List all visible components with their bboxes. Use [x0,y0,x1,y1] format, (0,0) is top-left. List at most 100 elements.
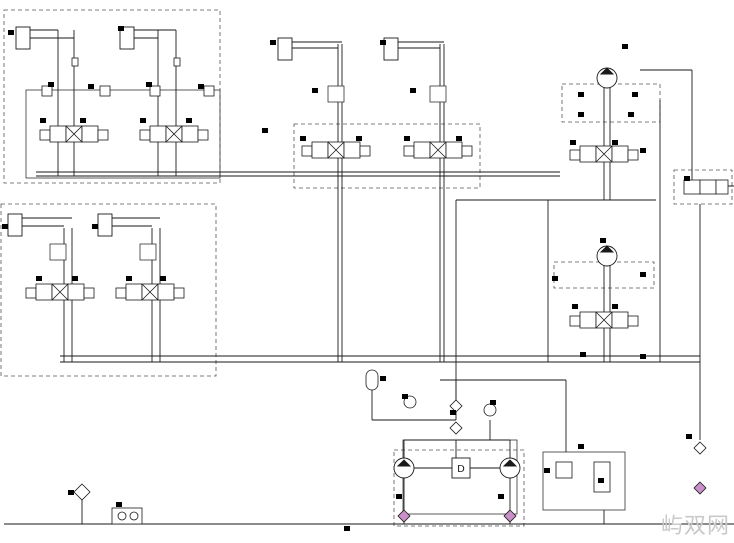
accessories [73,369,707,525]
group-box-top-middle [293,123,481,189]
relief-station-frame [542,451,626,511]
reference-marker [578,444,584,449]
spool-valves [25,125,729,329]
directional-valve-icon [139,125,209,143]
reference-marker [186,118,192,123]
reference-marker [116,502,122,507]
reference-marker [570,140,576,145]
reference-marker [628,112,634,117]
reference-marker [600,238,606,243]
reducing-valve-icon [203,85,215,97]
pipelines [4,30,734,525]
motor-block-label: D [457,464,465,475]
reference-marker [684,176,690,181]
filter-icon [73,483,91,501]
reference-marker [578,92,584,97]
reference-marker [270,40,276,45]
reference-marker [92,224,98,229]
reference-marker [456,136,462,141]
relief-valve-icon [593,461,611,493]
flow-control-icon [49,243,67,261]
group-box-left-middle [0,203,217,377]
flow-control-icon [139,243,157,261]
reference-marker [72,276,78,281]
reference-marker [2,224,8,229]
reference-marker [598,478,604,483]
reference-marker [344,526,350,531]
cylinders [7,26,444,237]
cylinder-icon [7,213,72,237]
filter-icon [397,509,411,523]
filter-icon [693,441,707,455]
reference-marker [578,112,584,117]
reference-marker [396,494,402,499]
reference-marker [380,376,386,381]
reference-marker [126,276,132,281]
reference-marker [552,276,558,281]
reference-marker [612,304,618,309]
group-box-top-left [3,9,221,184]
hydraulic-motor-icon [596,245,618,267]
flow-control-icon [429,85,447,103]
cylinder-icon [97,213,160,237]
group-box-right-motor [561,83,661,123]
reference-marker [640,272,646,277]
reference-marker [404,136,410,141]
reference-marker [48,82,54,87]
flow-control-boxes [49,85,447,261]
directional-valve-icon [115,283,185,301]
hydraulic-motor-icon [596,67,618,89]
reference-marker [146,82,152,87]
reference-marker [262,128,268,133]
filter-icon [503,509,517,523]
pressure-gauge-icon [483,403,497,417]
reference-marker [640,354,646,359]
filter-icon [449,421,463,435]
reference-marker [450,410,456,415]
cylinder-icon [119,26,176,50]
filter-icon [693,481,707,495]
reference-marker [88,84,94,89]
reference-marker [544,468,550,473]
reference-marker [622,44,628,49]
check-valve-icon [71,57,79,67]
reducing-valve-icon [99,85,111,97]
directional-valve-icon [569,311,639,329]
group-box-directional [673,169,733,205]
directional-valve-icon [25,283,95,301]
directional-valve-icon [569,145,639,163]
check-valve-icon [173,57,181,67]
reference-marker [490,400,496,405]
directional-valve-icon [301,141,371,159]
directional-valve-icon [403,141,473,159]
reference-marker [498,494,504,499]
cylinder-icon [383,37,444,61]
directional-valve-icon [39,125,109,143]
hydraulic-pump-icon [499,457,521,479]
reference-marker [8,30,14,35]
reference-marker [410,88,416,93]
reference-marker [580,352,586,357]
reference-marker [356,136,362,141]
cylinder-icon [277,37,342,61]
reference-marker [640,148,646,153]
hydraulic-pump-icon [393,457,415,479]
watermark: 屿双网 [660,514,730,539]
reference-marker [686,434,692,439]
reference-marker [300,136,306,141]
reference-marker [68,490,74,495]
reference-marker [140,118,146,123]
reference-markers [2,26,692,531]
reference-marker [612,140,618,145]
reference-marker [118,26,124,31]
subsystem-frame-top-left [25,89,221,179]
directional-valve-icon [683,179,729,195]
group-box-pump-station [393,449,525,527]
cylinder-icon [15,26,74,50]
electric-motor-block: D [451,457,471,479]
reference-marker [80,118,86,123]
reducing-valve-icon [149,85,161,97]
accumulator-icon [365,369,379,391]
reference-marker [40,118,46,123]
